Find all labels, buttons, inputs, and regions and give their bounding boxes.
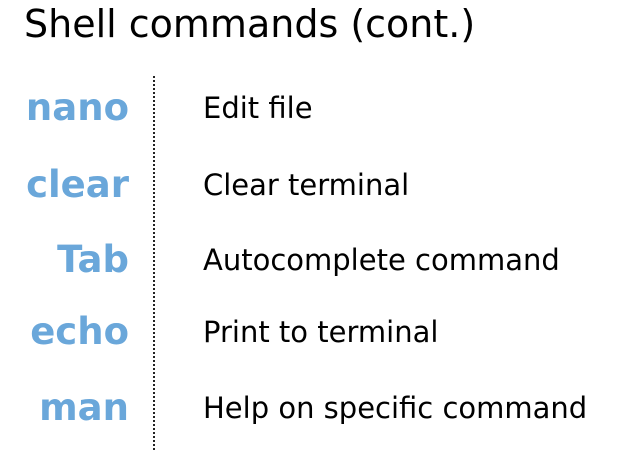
command-description: Clear terminal xyxy=(203,168,410,202)
command-description: Print to terminal xyxy=(203,315,439,349)
command-name: nano xyxy=(25,86,129,129)
dotted-divider xyxy=(153,76,155,450)
command-description: Help on specific command xyxy=(203,391,588,425)
command-description: Edit file xyxy=(203,91,313,125)
command-name: man xyxy=(39,386,129,429)
command-row-nano: nano Edit file xyxy=(0,86,633,146)
command-name: Tab xyxy=(57,238,129,281)
page-title: Shell commands (cont.) xyxy=(24,2,476,46)
command-row-clear: clear Clear terminal xyxy=(0,163,633,223)
command-name: clear xyxy=(26,163,129,206)
command-row-tab: Tab Autocomplete command xyxy=(0,238,633,298)
command-row-echo: echo Print to terminal xyxy=(0,310,633,370)
command-name: echo xyxy=(30,310,129,353)
command-row-man: man Help on specific command xyxy=(0,386,633,446)
command-description: Autocomplete command xyxy=(203,243,560,277)
